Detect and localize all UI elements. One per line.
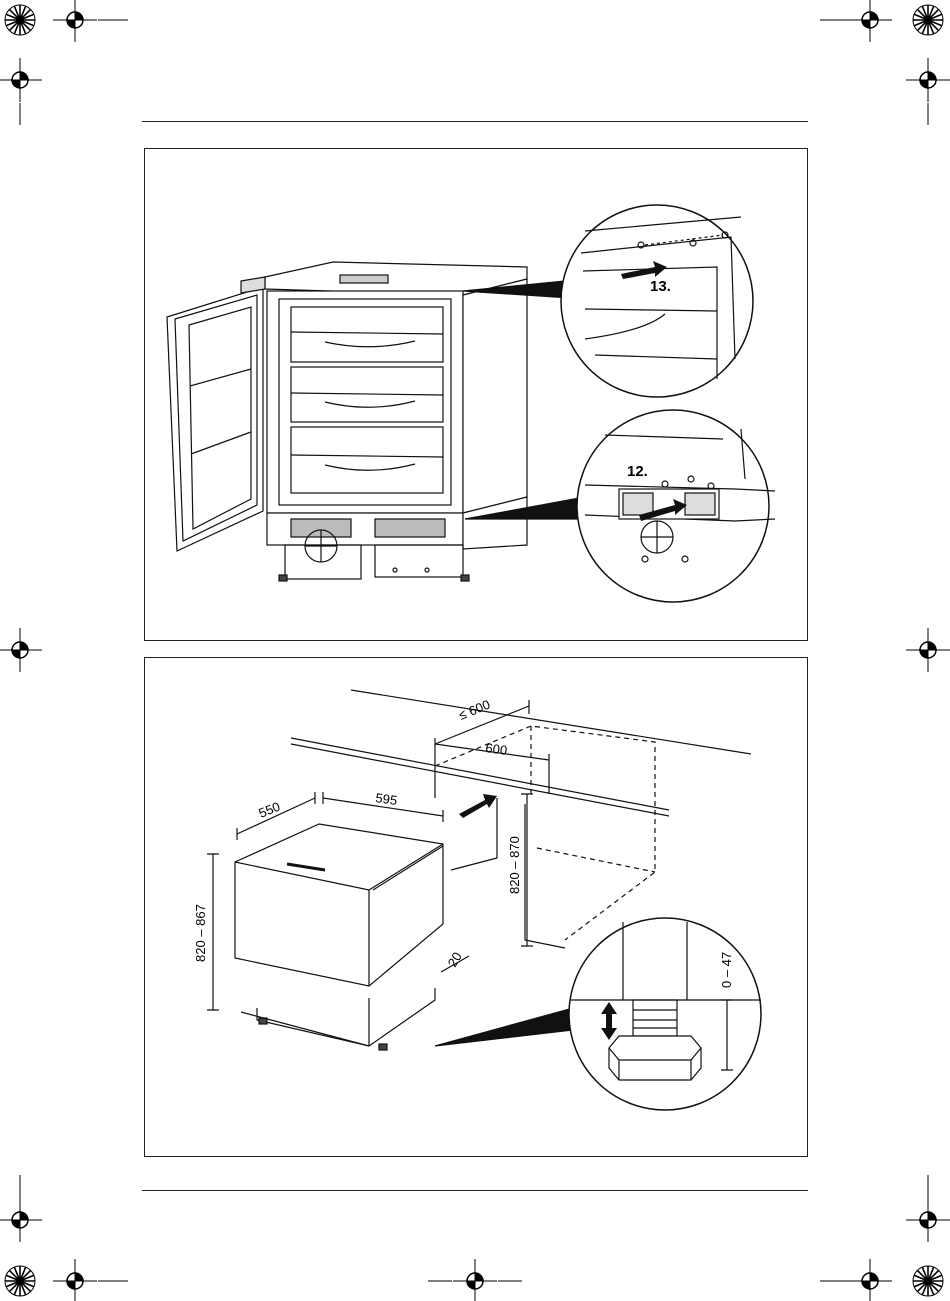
footer-rule	[142, 1190, 808, 1191]
freezer-open-door-illustration: 13. 12.	[145, 149, 807, 640]
figure-door-mounting: 13. 12.	[144, 148, 808, 641]
registration-mark-icon	[53, 0, 97, 42]
arrow-icon	[459, 794, 497, 818]
registration-mark-icon	[0, 628, 42, 672]
registration-mark-icon	[0, 58, 42, 102]
registration-mark-icon	[906, 58, 950, 102]
color-wheel-icon	[913, 5, 943, 35]
dim-label-width: 595	[375, 790, 399, 808]
color-wheel-icon	[5, 5, 35, 35]
registration-mark-icon	[848, 1259, 892, 1301]
dim-label-foot-adjust: 0 – 47	[719, 952, 734, 988]
registration-mark-icon	[53, 1259, 97, 1301]
dim-label-recess: 20	[445, 949, 465, 969]
installation-dimensions-illustration: ≤ 600 600 550 595 820 – 870 820 – 867 20…	[145, 658, 807, 1156]
dim-label-max-depth: ≤ 600	[457, 697, 493, 723]
foot-detail-callout	[569, 918, 761, 1110]
callout-label-13: 13.	[650, 278, 671, 295]
detail-callout-bottom: 12.	[577, 410, 775, 602]
callout-label-12: 12.	[627, 463, 648, 480]
dim-label-depth: 550	[257, 799, 283, 821]
registration-mark-icon	[906, 1198, 950, 1242]
registration-mark-icon	[453, 1259, 497, 1301]
registration-mark-icon	[0, 1198, 42, 1242]
color-wheel-icon	[913, 1266, 943, 1296]
dim-label-height: 820 – 867	[193, 904, 208, 962]
registration-mark-icon	[848, 0, 892, 42]
color-wheel-icon	[5, 1266, 35, 1296]
registration-mark-icon	[906, 628, 950, 672]
dim-label-niche-height: 820 – 870	[507, 836, 522, 894]
header-rule	[142, 121, 808, 122]
detail-callout-top: 13.	[561, 205, 753, 397]
dim-label-niche-width: 600	[485, 740, 509, 758]
figure-installation-dimensions: ≤ 600 600 550 595 820 – 870 820 – 867 20…	[144, 657, 808, 1157]
